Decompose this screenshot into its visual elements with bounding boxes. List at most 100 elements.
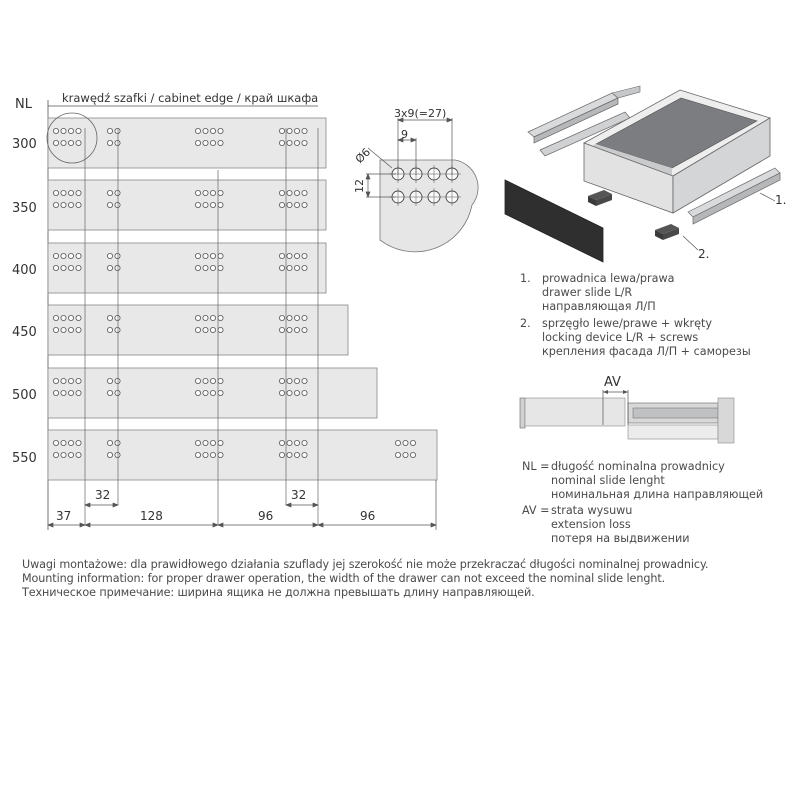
- mounting-hole: [286, 451, 293, 458]
- callout-2: 2.: [698, 247, 709, 261]
- mounting-hole: [209, 377, 216, 384]
- mounting-hole: [107, 451, 114, 458]
- mounting-hole: [209, 439, 216, 446]
- mounting-hole: [217, 139, 224, 146]
- mounting-hole: [60, 201, 67, 208]
- mounting-hole: [114, 451, 121, 458]
- mounting-hole: [107, 314, 114, 321]
- mounting-hole: [217, 264, 224, 271]
- mounting-hole: [194, 377, 201, 384]
- mounting-hole: [202, 252, 209, 259]
- locking-device-2: [655, 224, 679, 240]
- mounting-hole: [402, 451, 409, 458]
- mounting-hole: [209, 389, 216, 396]
- mounting-hole: [293, 252, 300, 259]
- mounting-hole: [209, 326, 216, 333]
- mounting-hole: [75, 201, 82, 208]
- mounting-hole: [53, 201, 60, 208]
- mounting-hole: [278, 264, 285, 271]
- legend-item-number: 2.: [520, 317, 531, 330]
- mounting-hole: [209, 451, 216, 458]
- mounting-hole: [68, 314, 75, 321]
- bottom-dimension-chain: [47, 480, 437, 530]
- mounting-hole: [194, 326, 201, 333]
- mounting-hole: [60, 264, 67, 271]
- mounting-hole: [194, 389, 201, 396]
- mounting-hole: [217, 201, 224, 208]
- mounting-hole: [301, 139, 308, 146]
- legend-line: drawer slide L/R: [542, 286, 633, 299]
- mounting-hole: [278, 326, 285, 333]
- legend-item-2: 2. sprzęgło lewe/prawe + wkręty locking …: [520, 317, 751, 359]
- mounting-hole: [194, 252, 201, 259]
- mounting-hole: [114, 264, 121, 271]
- note-english: Mounting information: for proper drawer …: [22, 572, 666, 585]
- mounting-hole: [60, 439, 67, 446]
- mounting-hole: [107, 252, 114, 259]
- mounting-hole: [75, 127, 82, 134]
- mounting-hole: [293, 189, 300, 196]
- mounting-hole: [194, 314, 201, 321]
- mounting-hole: [68, 201, 75, 208]
- mounting-hole: [278, 314, 285, 321]
- nl-label-300: 300: [12, 137, 37, 152]
- mounting-hole: [107, 201, 114, 208]
- mounting-hole: [68, 139, 75, 146]
- nl-label-350: 350: [12, 201, 37, 216]
- mounting-hole: [286, 389, 293, 396]
- mounting-hole: [202, 326, 209, 333]
- mounting-hole: [194, 139, 201, 146]
- mounting-hole: [278, 377, 285, 384]
- mounting-hole: [278, 439, 285, 446]
- mounting-hole: [60, 127, 67, 134]
- mounting-hole: [293, 377, 300, 384]
- nl-label-450: 450: [12, 325, 37, 340]
- abbrev-line: номинальная длина направляющей: [551, 488, 764, 501]
- mounting-hole: [75, 139, 82, 146]
- mounting-hole: [202, 314, 209, 321]
- mounting-hole: [394, 439, 401, 446]
- mounting-hole: [293, 314, 300, 321]
- mounting-hole: [301, 189, 308, 196]
- mounting-hole: [114, 139, 121, 146]
- mounting-hole: [202, 264, 209, 271]
- mounting-hole: [75, 439, 82, 446]
- mounting-hole: [75, 389, 82, 396]
- dim-37: 37: [56, 509, 71, 523]
- detail-hole-dia: Ø6: [353, 146, 373, 166]
- mounting-hole: [278, 139, 285, 146]
- abbrev-key: AV =: [522, 504, 550, 517]
- mounting-hole: [293, 139, 300, 146]
- mounting-hole: [209, 264, 216, 271]
- mounting-hole: [202, 127, 209, 134]
- mounting-hole: [53, 377, 60, 384]
- mounting-hole: [114, 326, 121, 333]
- mounting-hole: [217, 389, 224, 396]
- mounting-hole: [60, 252, 67, 259]
- legend-item-1: 1. prowadnica lewa/prawa drawer slide L/…: [520, 272, 751, 314]
- callout-1: 1.: [775, 193, 786, 207]
- abbrev-line: extension loss: [551, 518, 631, 531]
- extension-loss-diagram: [519, 390, 735, 444]
- mounting-hole: [114, 127, 121, 134]
- legend-line: крепления фасада Л/П + саморезы: [542, 345, 751, 358]
- dim-32-b: 32: [291, 488, 306, 502]
- mounting-hole: [68, 377, 75, 384]
- mounting-hole: [53, 252, 60, 259]
- mounting-hole: [194, 451, 201, 458]
- note-polish: Uwagi montażowe: dla prawidłowego działa…: [22, 558, 709, 571]
- mounting-hole: [209, 314, 216, 321]
- mounting-hole: [301, 451, 308, 458]
- mounting-hole: [202, 451, 209, 458]
- extension-lines: [84, 128, 319, 525]
- mounting-hole: [293, 201, 300, 208]
- legend-item-number: 1.: [520, 272, 531, 285]
- mounting-hole: [209, 139, 216, 146]
- mounting-hole: [60, 389, 67, 396]
- mounting-hole: [202, 377, 209, 384]
- mounting-hole: [194, 127, 201, 134]
- drawer-front-panel: [504, 179, 604, 263]
- mounting-hole: [202, 439, 209, 446]
- mounting-hole: [107, 326, 114, 333]
- mounting-hole: [217, 127, 224, 134]
